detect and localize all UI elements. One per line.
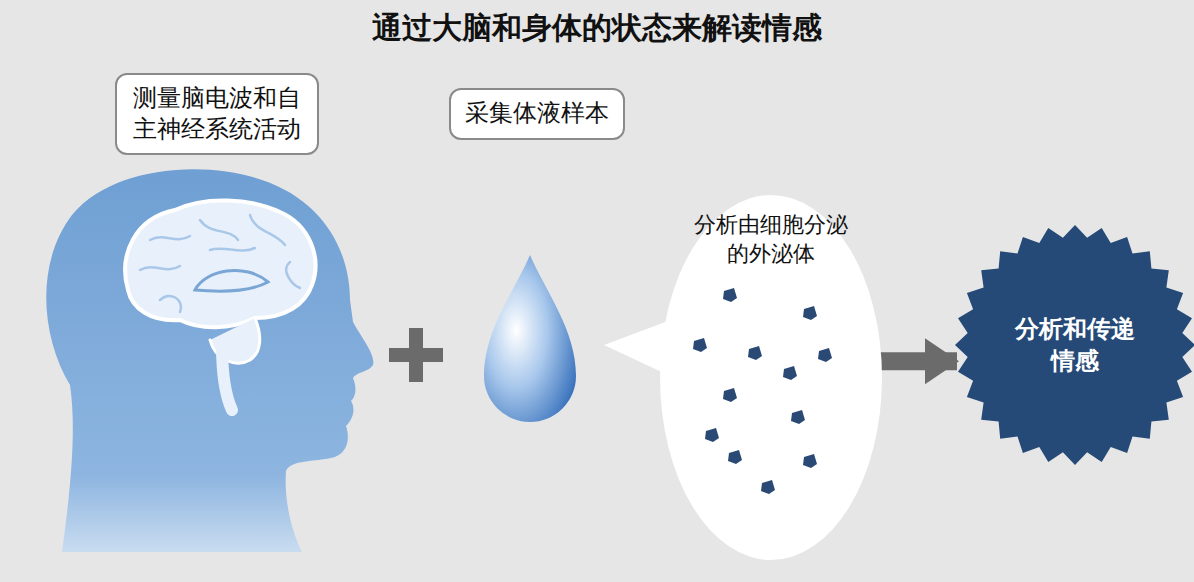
flow-arrow xyxy=(878,352,957,370)
speech-bubble: 分析由细胞分泌的外泌体 xyxy=(660,195,882,560)
exosome xyxy=(748,346,762,360)
box-label: 采集体液样本 xyxy=(465,98,609,129)
exosome xyxy=(791,410,805,424)
bubble-label: 分析由细胞分泌的外泌体 xyxy=(692,211,850,268)
starburst-outline xyxy=(953,223,1194,467)
fluid-drop xyxy=(484,255,576,422)
exosome xyxy=(728,450,742,464)
exosome xyxy=(723,288,737,302)
info-box: 测量脑电波和自主神经系统活动 xyxy=(115,73,320,155)
result-label: 分析和传递情感 xyxy=(1013,313,1138,378)
exosome xyxy=(705,428,719,442)
result-starburst: 分析和传递情感 xyxy=(953,223,1194,467)
exosome xyxy=(723,388,737,402)
diagram-title: 通过大脑和身体的状态来解读情感 xyxy=(0,8,1194,49)
exosome xyxy=(803,306,817,320)
brain xyxy=(125,200,315,410)
exosome xyxy=(693,338,707,352)
info-box: 采集体液样本 xyxy=(449,88,625,139)
exosome xyxy=(818,348,832,362)
exosome xyxy=(783,366,797,380)
head-silhouette xyxy=(46,169,373,552)
exosome xyxy=(803,454,817,468)
plus-sign xyxy=(389,328,443,382)
box-label: 测量脑电波和自主神经系统活动 xyxy=(131,83,304,145)
exosome xyxy=(761,480,775,494)
